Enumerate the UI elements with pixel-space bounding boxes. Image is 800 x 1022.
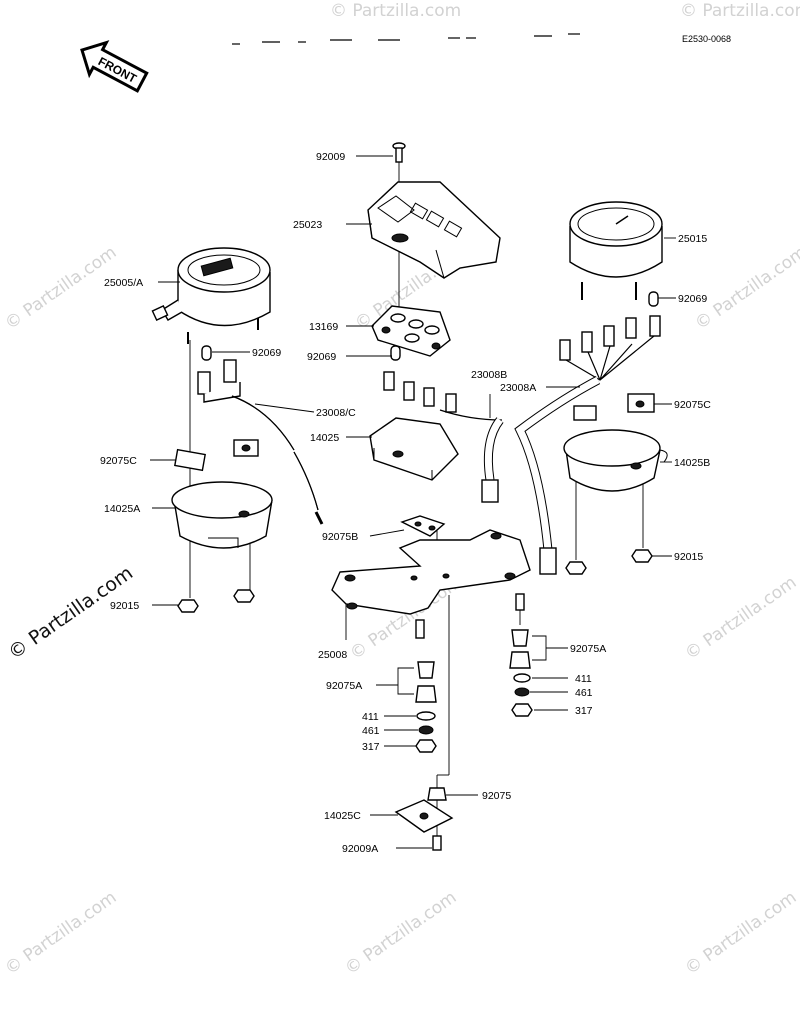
grommet-92075 bbox=[427, 787, 447, 801]
label-14025: 14025 bbox=[310, 432, 339, 444]
label-14025a: 14025A bbox=[104, 503, 140, 515]
bracket-25008 bbox=[331, 529, 531, 639]
mount-stack-right bbox=[509, 629, 533, 717]
watermark: © Partzilla.com bbox=[1, 887, 120, 979]
bolt-92009a bbox=[432, 835, 442, 851]
bulb-92069-left bbox=[201, 345, 212, 361]
label-92069-right: 92069 bbox=[678, 293, 707, 305]
watermark: © Partzilla.com bbox=[681, 572, 800, 664]
watermark: © Partzilla.com bbox=[330, 1, 461, 21]
label-92075c-left: 92075C bbox=[100, 455, 137, 467]
label-92009: 92009 bbox=[316, 151, 345, 163]
header-scan-marks bbox=[232, 33, 580, 45]
speedometer-25015 bbox=[569, 201, 663, 300]
mount-stack-left bbox=[415, 661, 437, 753]
label-25023: 25023 bbox=[293, 219, 322, 231]
label-13169: 13169 bbox=[309, 321, 338, 333]
label-14025b: 14025B bbox=[674, 457, 710, 469]
label-317-right: 317 bbox=[575, 705, 593, 717]
leader-lines bbox=[150, 155, 676, 849]
bulb-92069-center bbox=[390, 345, 401, 361]
wire-harness-23008a bbox=[514, 315, 661, 575]
meter-cup-14025b bbox=[563, 429, 668, 492]
label-92075b: 92075B bbox=[322, 531, 358, 543]
meter-cup-14025a bbox=[171, 481, 273, 549]
label-92015-left: 92015 bbox=[110, 600, 139, 612]
watermark: © Partzilla.com bbox=[680, 1, 800, 21]
watermark: © Partzilla.com bbox=[341, 887, 460, 979]
bulb-92069-right bbox=[648, 291, 659, 307]
label-92015-right: 92015 bbox=[674, 551, 703, 563]
label-92075a-right: 92075A bbox=[570, 643, 606, 655]
plate-14025c bbox=[394, 799, 454, 833]
label-23008a: 23008A bbox=[500, 382, 536, 394]
label-23008c: 23008/C bbox=[316, 407, 356, 419]
watermark: © Partzilla.com bbox=[681, 887, 800, 979]
label-92075: 92075 bbox=[482, 790, 511, 802]
indicator-case-14025 bbox=[369, 417, 459, 481]
front-arrow-icon: FRONT bbox=[80, 40, 149, 93]
label-411-left: 411 bbox=[362, 711, 379, 723]
screw-92009 bbox=[392, 142, 406, 163]
indicator-housing-25023 bbox=[367, 181, 501, 279]
label-25008: 25008 bbox=[318, 649, 347, 661]
label-14025c: 14025C bbox=[324, 810, 361, 822]
nut-92015-left bbox=[177, 589, 255, 613]
nut-92015-right bbox=[565, 549, 653, 575]
label-25015: 25015 bbox=[678, 233, 707, 245]
label-317-left: 317 bbox=[362, 741, 380, 753]
wire-harness-23008c bbox=[197, 359, 324, 525]
watermark-main: © Partzilla.com bbox=[4, 562, 137, 664]
socket-plate-13169 bbox=[371, 305, 451, 357]
label-23008b: 23008B bbox=[471, 369, 507, 381]
rubber-mount-92075c-left bbox=[174, 439, 259, 472]
watermark: © Partzilla.com bbox=[691, 242, 800, 334]
label-461-left: 461 bbox=[362, 725, 380, 737]
wire-harness-23008b bbox=[383, 371, 504, 503]
watermark: © Partzilla.com bbox=[1, 242, 120, 334]
diagram-code: E2530-0068 bbox=[682, 34, 731, 44]
tachometer-25005a bbox=[151, 247, 271, 344]
label-92069-center: 92069 bbox=[307, 351, 336, 363]
plate-92075b bbox=[400, 515, 446, 537]
label-92075a-left: 92075A bbox=[326, 680, 362, 692]
label-92075c-right: 92075C bbox=[674, 399, 711, 411]
label-25005a: 25005/A bbox=[104, 277, 143, 289]
rubber-mount-92075c-right bbox=[573, 393, 655, 421]
part-labels: 92009 25023 25015 25005/A 92069 13169 92… bbox=[100, 151, 711, 855]
label-92009a: 92009A bbox=[342, 843, 378, 855]
label-92069-left: 92069 bbox=[252, 347, 281, 359]
label-411-right: 411 bbox=[575, 673, 592, 685]
label-461-right: 461 bbox=[575, 687, 593, 699]
